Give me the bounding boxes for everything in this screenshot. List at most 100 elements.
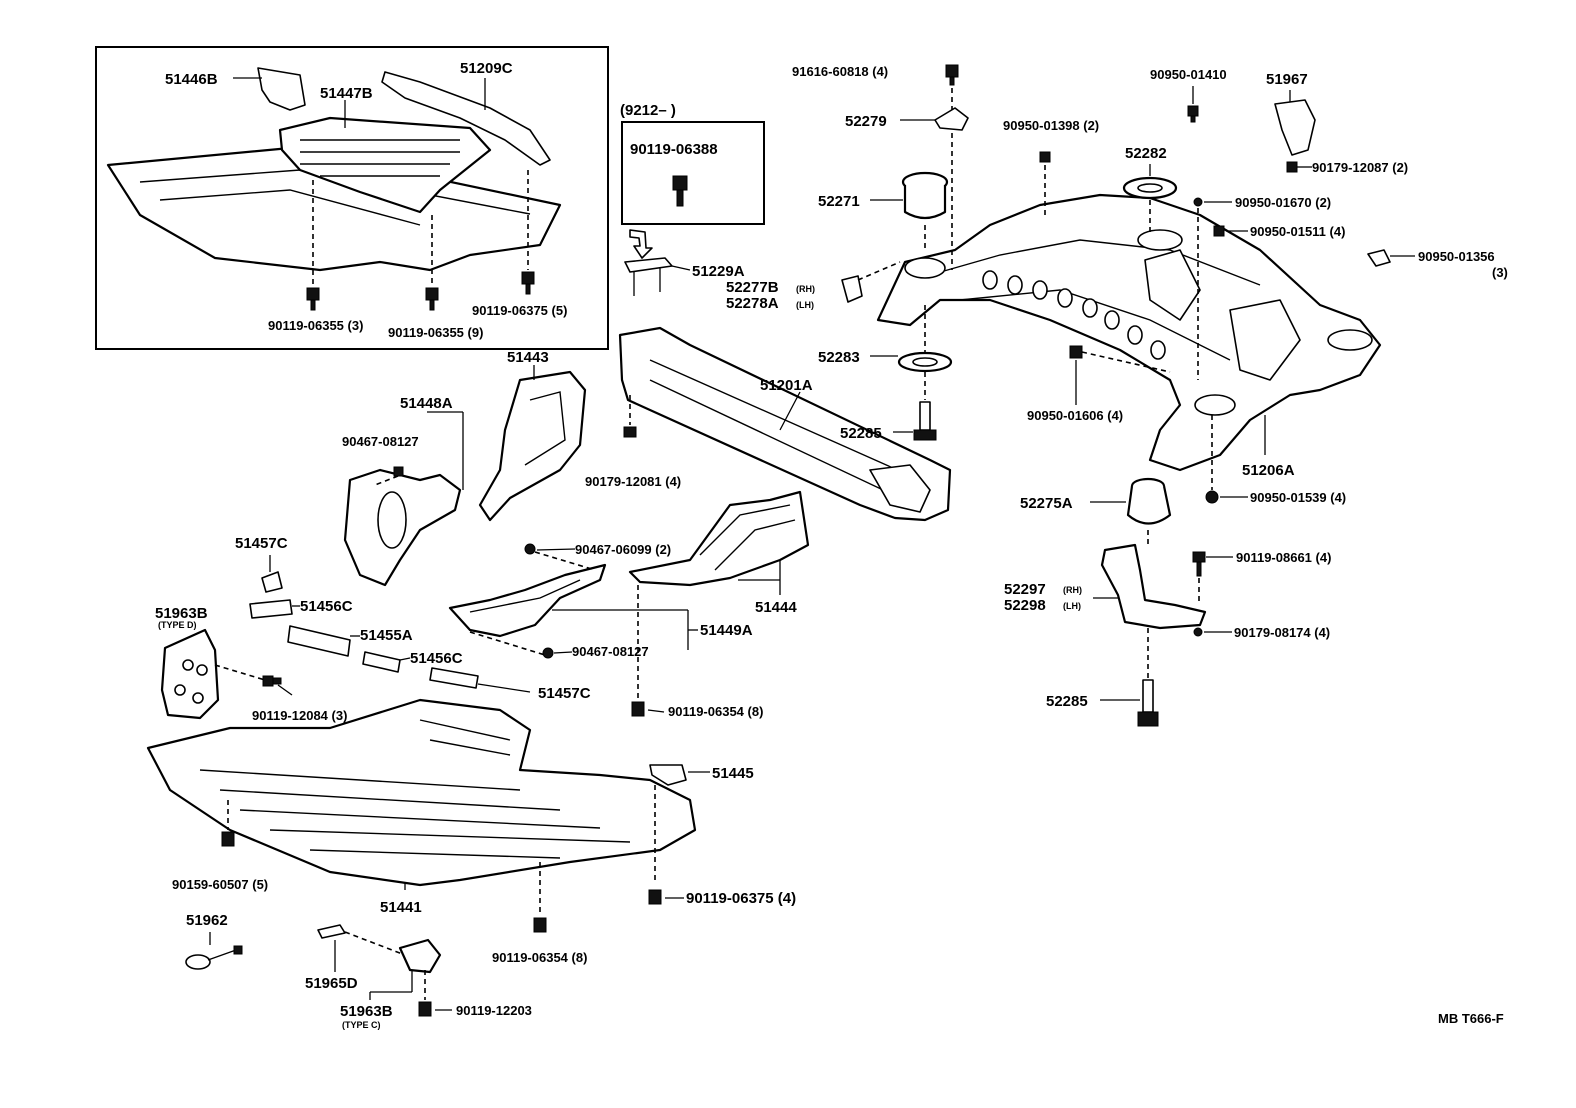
callout-51963B-a: 51963B	[155, 605, 208, 622]
bolt-icon	[393, 466, 404, 477]
bolt-icon	[1192, 551, 1206, 577]
callout-52298-side: (LH)	[1063, 601, 1081, 611]
bracket-51967	[1274, 99, 1316, 156]
callout-51457C-a: 51457C	[235, 535, 288, 552]
callout-90950-01398: 90950-01398 (2)	[1003, 118, 1099, 133]
callout-51963B-b: 51963B	[340, 1003, 393, 1020]
callout-90159-60507: 90159-60507 (5)	[172, 877, 268, 892]
bolt-52285-a	[913, 401, 937, 441]
callout-52277B: 52277B	[726, 279, 779, 296]
bolt-icon	[672, 175, 688, 207]
callout-52285-b: 52285	[1046, 693, 1088, 710]
bolt-52285-b	[1137, 679, 1159, 727]
callout-51456C-a: 51456C	[300, 598, 353, 615]
bolt-icon	[631, 701, 645, 717]
callout-90119-08661: 90119-08661 (4)	[1236, 550, 1331, 565]
callout-90119-06388: 90119-06388	[630, 141, 718, 158]
callout-51446B: 51446B	[165, 71, 218, 88]
callout-52271: 52271	[818, 193, 860, 210]
callout-51965D: 51965D	[305, 975, 358, 992]
nut-icon	[623, 426, 637, 438]
callout-51448A: 51448A	[400, 395, 453, 412]
bracket-52279	[934, 107, 969, 131]
bolt-icon	[533, 917, 547, 933]
spacer-51457C-b	[429, 667, 479, 689]
strip-51209C	[381, 71, 551, 166]
nut-icon	[1205, 490, 1219, 504]
pin-51965D	[317, 924, 346, 939]
callout-52278A: 52278A	[726, 295, 779, 312]
callout-90950-01356-qty: (3)	[1492, 265, 1508, 280]
spacer-51457C-a	[261, 571, 283, 593]
arrow-icon	[629, 229, 653, 259]
callout-51967: 51967	[1266, 71, 1308, 88]
stopper-52282	[1122, 176, 1178, 200]
callout-90179-08174: 90179-08174 (4)	[1234, 625, 1330, 640]
nut-icon	[1069, 345, 1083, 359]
callout-90119-12203: 90119-12203	[456, 1003, 532, 1018]
callout-51457C-b: 51457C	[538, 685, 591, 702]
callout-91616-60818: 91616-60818 (4)	[792, 64, 888, 79]
callout-51201A: 51201A	[760, 377, 813, 394]
callout-90119-06375-4: 90119-06375 (4)	[686, 890, 796, 907]
callout-52297: 52297	[1004, 581, 1046, 598]
callout-90119-06355-3: 90119-06355 (3)	[268, 318, 363, 333]
nut-icon	[1039, 151, 1051, 163]
callout-51962: 51962	[186, 912, 228, 929]
bracket-52297	[1100, 543, 1207, 630]
spacer-51456C-a	[249, 599, 293, 619]
callout-90950-01410: 90950-01410	[1150, 67, 1227, 82]
cover-51447B	[278, 116, 492, 214]
callout-51447B: 51447B	[320, 85, 373, 102]
bolt-icon	[521, 271, 535, 295]
callout-52277B-side: (RH)	[796, 284, 815, 294]
nut-icon	[1286, 161, 1298, 173]
callout-51456C-b: 51456C	[410, 650, 463, 667]
bushing-52271	[901, 171, 949, 220]
callout-51455A: 51455A	[360, 627, 413, 644]
engine-under-cover-inset	[106, 146, 562, 272]
callout-51443: 51443	[507, 349, 549, 366]
clip-51445	[649, 764, 687, 786]
callout-90119-06355-9: 90119-06355 (9)	[388, 325, 483, 340]
callout-52298: 52298	[1004, 597, 1046, 614]
callout-51206A: 51206A	[1242, 462, 1295, 479]
bracket-51963B-typeC	[398, 938, 442, 974]
stopper-52283	[897, 351, 953, 373]
callout-90467-06099: 90467-06099 (2)	[575, 542, 671, 557]
callout-90950-01670: 90950-01670 (2)	[1235, 195, 1331, 210]
callout-90119-12084: 90119-12084 (3)	[252, 708, 347, 723]
plate-51963B-typeD	[160, 628, 220, 720]
callout-51963B-b-type: (TYPE C)	[342, 1020, 381, 1030]
callout-51445: 51445	[712, 765, 754, 782]
clip-90950-01356	[1367, 249, 1391, 267]
callout-51209C: 51209C	[460, 60, 513, 77]
nut-icon	[1213, 225, 1225, 237]
inset-group-label: (9212– )	[620, 102, 676, 119]
callout-52285-a: 52285	[840, 425, 882, 442]
callout-90950-01511: 90950-01511 (4)	[1250, 224, 1345, 239]
figure-reference: MB T666-F	[1438, 1011, 1504, 1026]
spacer-51455A	[287, 625, 351, 657]
hook-51962-icon	[185, 945, 243, 970]
crossmember-51201A	[618, 326, 952, 522]
nut-icon	[1193, 197, 1203, 207]
callout-52297-side: (RH)	[1063, 585, 1082, 595]
callout-51449A: 51449A	[700, 622, 753, 639]
bolt-icon	[306, 287, 320, 311]
callout-90950-01539: 90950-01539 (4)	[1250, 490, 1346, 505]
callout-52278A-side: (LH)	[796, 300, 814, 310]
hole-row	[982, 270, 1166, 360]
nut-icon	[1187, 105, 1199, 123]
callout-51229A: 51229A	[692, 263, 745, 280]
nut-icon	[524, 543, 536, 555]
callout-52279: 52279	[845, 113, 887, 130]
bolt-icon	[418, 1001, 432, 1017]
callout-52282: 52282	[1125, 145, 1167, 162]
spacer-51456C-b	[362, 651, 401, 673]
callout-52275A: 52275A	[1020, 495, 1073, 512]
bracket-51446B	[257, 67, 306, 111]
bolt-icon	[262, 675, 282, 687]
nut-icon	[1193, 627, 1203, 637]
